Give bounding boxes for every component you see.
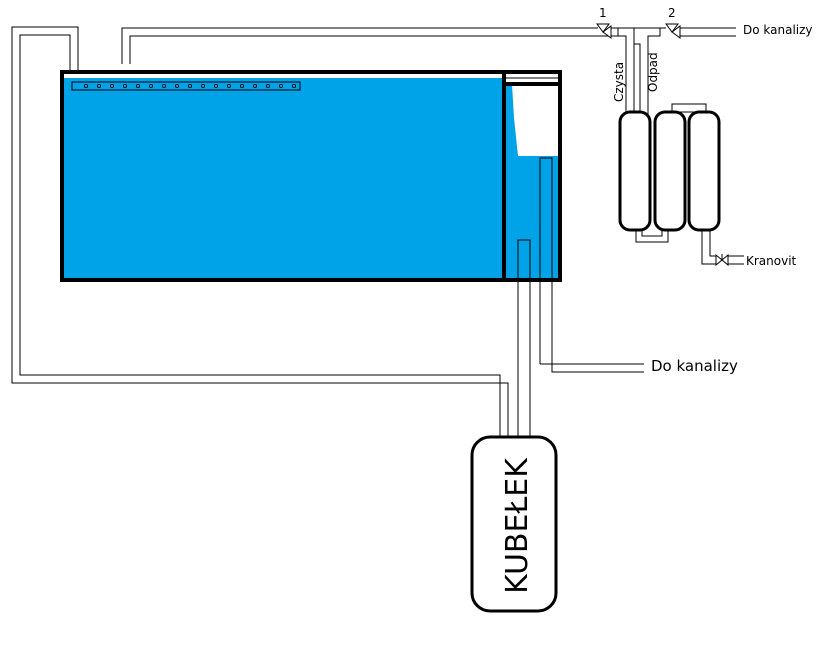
bucket: KUBEŁEK (470, 435, 558, 613)
return-pipe (11, 26, 509, 437)
aquarium-tank (60, 70, 562, 282)
bucket-label: KUBEŁEK (500, 457, 535, 594)
ro-filter-unit (618, 103, 744, 265)
spray-hole (84, 84, 89, 89)
valve-1-label: 1 (599, 6, 607, 20)
spray-hole (213, 84, 218, 89)
overflow-water (506, 84, 558, 278)
spray-hole (110, 84, 115, 89)
spray-hole (174, 84, 179, 89)
valve-2-icon[interactable] (665, 23, 681, 39)
valve-2-label: 2 (668, 6, 676, 20)
filter-cartridge-1 (618, 110, 652, 232)
tank-water (64, 78, 504, 278)
tap-valve-icon[interactable] (715, 253, 729, 267)
filter-cartridge-3 (687, 110, 721, 232)
filter-cartridge-2 (653, 110, 687, 232)
top-drain-label: Do kanalizy (743, 23, 813, 37)
spray-hole (226, 84, 231, 89)
spray-hole (252, 84, 257, 89)
spray-hole (148, 84, 153, 89)
spray-hole (239, 84, 244, 89)
spray-hole (123, 84, 128, 89)
top-drain-pipe (608, 27, 736, 114)
spray-hole (291, 84, 296, 89)
valve-1-icon[interactable] (596, 23, 612, 39)
waste-label: Odpad (646, 52, 660, 92)
bottom-drain-label: Do kanalizy (651, 357, 738, 375)
spray-hole (200, 84, 205, 89)
spray-hole (278, 84, 283, 89)
spray-hole (97, 84, 102, 89)
spray-hole (187, 84, 192, 89)
spray-bar (71, 81, 301, 91)
clean-label: Czysta (612, 62, 626, 102)
sump-pipes (517, 157, 644, 436)
tap-water-label: Kranovit (746, 254, 797, 268)
spray-hole (135, 84, 140, 89)
spray-hole (265, 84, 270, 89)
spray-hole (161, 84, 166, 89)
